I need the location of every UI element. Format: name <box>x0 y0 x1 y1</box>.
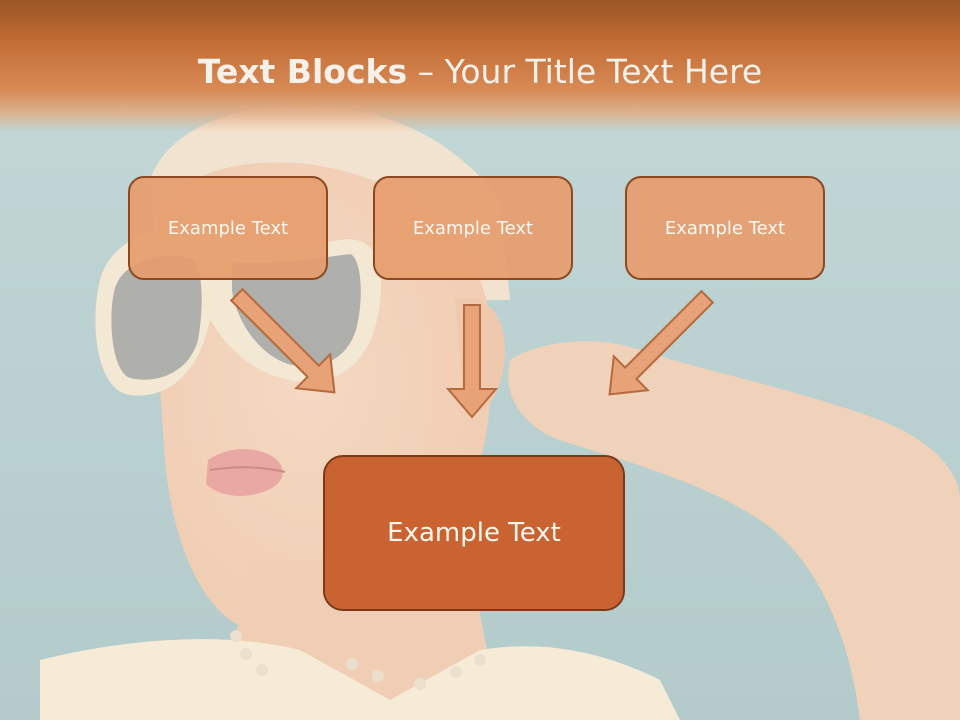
title-dash: – <box>407 52 445 91</box>
arrow-down-icon <box>445 304 499 419</box>
arrow-down-left-icon <box>608 289 715 396</box>
arrow-down-right-icon <box>229 287 336 394</box>
text-block-left[interactable]: Example Text <box>128 176 328 280</box>
text-block-middle[interactable]: Example Text <box>373 176 573 280</box>
text-block-middle-label: Example Text <box>412 217 534 239</box>
title-bold-part: Text Blocks <box>197 52 408 91</box>
text-block-right[interactable]: Example Text <box>625 176 825 280</box>
text-block-main-label: Example Text <box>387 518 561 548</box>
title-regular-part: Your Title Text Here <box>444 52 763 91</box>
text-block-main[interactable]: Example Text <box>323 455 625 611</box>
text-block-right-label: Example Text <box>664 217 786 239</box>
header-band <box>0 0 960 132</box>
text-block-left-label: Example Text <box>167 217 289 239</box>
slide-title: Text Blocks – Your Title Text Here <box>0 52 960 91</box>
